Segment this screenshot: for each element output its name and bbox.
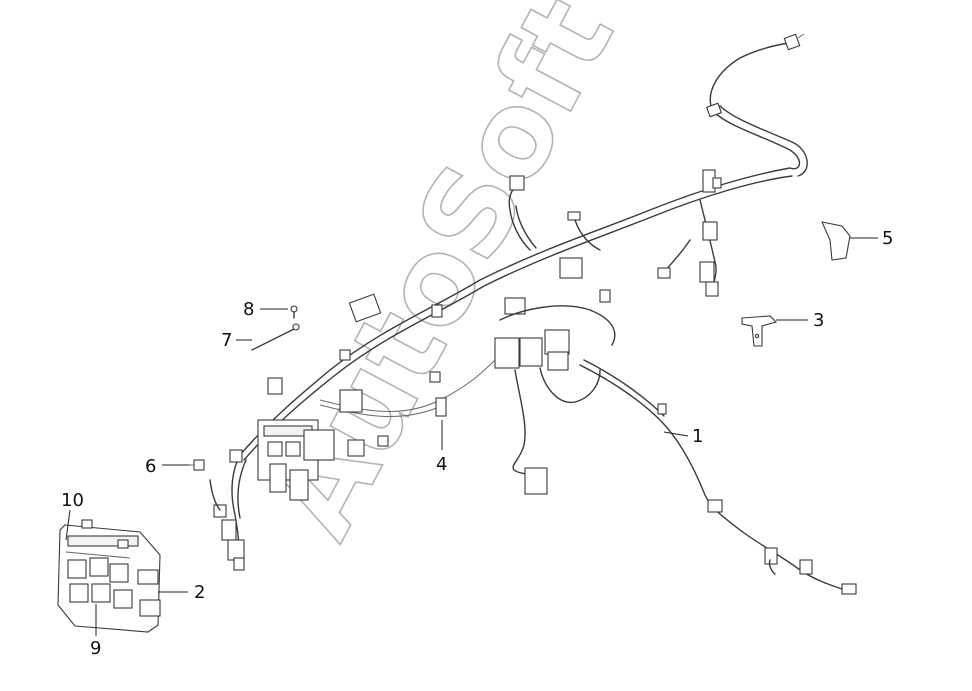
main-wiring-harness (209, 33, 857, 595)
callout-labels: 1 2 3 4 5 6 7 8 9 10 (61, 228, 893, 659)
callout-9: 9 (90, 638, 101, 659)
callout-6: 6 (145, 456, 156, 477)
protective-pad (821, 221, 851, 261)
separate-fuse-box (57, 519, 161, 633)
callout-1: 1 (692, 426, 703, 447)
cable-tie (251, 323, 300, 351)
mounting-bracket (741, 315, 778, 347)
callout-8: 8 (243, 299, 254, 320)
callout-4: 4 (436, 454, 447, 475)
callout-3: 3 (813, 310, 824, 331)
callout-10: 10 (61, 490, 84, 511)
leader-lines (65, 237, 878, 636)
callout-5: 5 (882, 228, 893, 249)
harness-fuse-block (257, 419, 335, 501)
callout-7: 7 (221, 330, 232, 351)
grommet (189, 459, 205, 471)
callout-2: 2 (194, 582, 205, 603)
clip-pin (290, 305, 298, 319)
